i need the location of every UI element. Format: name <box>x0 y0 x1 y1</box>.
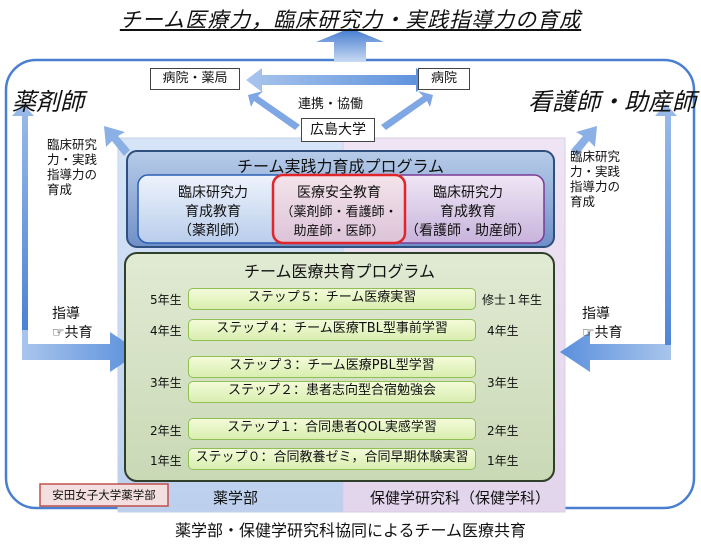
yasuda-womens-university-label: 安田女子大学薬学部 <box>52 488 156 502</box>
pharmacy-faculty-label: 薬学部 <box>213 489 259 507</box>
nurse-development-note: 臨床研究 力・実践 指導力の 育成 <box>570 149 621 209</box>
step1-left-year: 2年生 <box>150 424 182 438</box>
hospital-box: 病院 <box>418 68 470 90</box>
step1-right-year: 2年生 <box>487 424 519 438</box>
nurse-midwife-label: 看護師・助産師 <box>528 88 696 116</box>
step5-left-year: 5年生 <box>150 293 182 307</box>
nurse-guidance-note: 指導 ☞共育 <box>582 306 623 341</box>
pharmacist-research-education: 臨床研究力 育成教育 （薬剤師） <box>178 185 248 239</box>
health-sciences-label: 保健学研究科（保健学科） <box>370 489 551 507</box>
medical-safety-education: 医療安全教育 （薬剤師・看護師・ 助産師・医師） <box>280 185 398 239</box>
step1-box: ステップ１：合同患者QOL実感学習 <box>188 418 476 440</box>
bottom-caption: 薬学部・保健学研究科協同によるチーム医療共育 <box>174 521 527 540</box>
collaboration-label: 連携・協働 <box>298 97 364 112</box>
hiroshima-university-box: 広島大学 <box>301 118 375 142</box>
nurse-research-education: 臨床研究力 育成教育 （看護師・助産師） <box>405 185 531 239</box>
step5-right-year: 修士１年生 <box>482 293 543 307</box>
step0-box: ステップ０：合同教養ゼミ，合同早期体験実習 <box>188 448 476 470</box>
practice-program-title: チーム実践力育成プログラム <box>236 157 445 176</box>
step0-left-year: 1年生 <box>150 454 182 468</box>
step3-2-right-year: 3年生 <box>487 376 519 390</box>
page-title: チーム医療力，臨床研究力・実践指導力の育成 <box>119 8 582 32</box>
pharmacist-development-note: 臨床研究 力・実践 指導力の 育成 <box>47 137 98 197</box>
shared-program-title: チーム医療共育プログラム <box>243 262 436 281</box>
pharmacist-label: 薬剤師 <box>12 88 84 116</box>
step4-right-year: 4年生 <box>487 324 519 338</box>
step3-box: ステップ３：チーム医療PBL型学習 <box>188 356 476 378</box>
step4-box: ステップ４：チーム医療TBL型事前学習 <box>188 319 476 341</box>
step3-2-left-year: 3年生 <box>150 376 182 390</box>
step4-left-year: 4年生 <box>150 324 182 338</box>
step2-box: ステップ２：患者志向型合宿勉強会 <box>188 381 476 403</box>
hospital-pharmacy-box: 病院・薬局 <box>150 68 240 90</box>
step0-right-year: 1年生 <box>487 454 519 468</box>
pharmacist-guidance-note: 指導 ☞共育 <box>52 306 93 341</box>
step5-box: ステップ５：チーム医療実習 <box>188 288 476 310</box>
